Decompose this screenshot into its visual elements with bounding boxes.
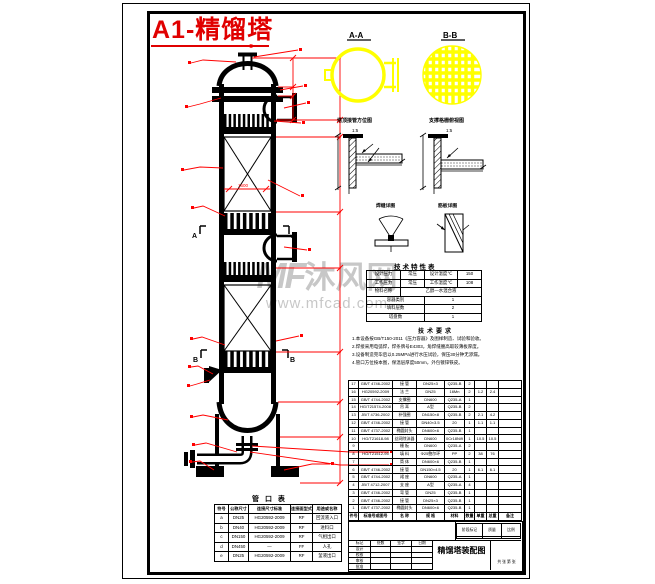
nozzle-label-c: C bbox=[249, 44, 253, 50]
weld-right-caption: 筋板详图 bbox=[438, 202, 457, 209]
titleblock-divider-v1 bbox=[455, 521, 456, 540]
section-markers bbox=[199, 225, 290, 358]
tech-table-title: 技术特性表 bbox=[394, 264, 437, 271]
signature-grid: 标记处数签字日期设计校核审核批准 bbox=[348, 540, 433, 570]
marker-b-right: B bbox=[290, 357, 295, 364]
notes-title: 技术要求 bbox=[417, 329, 454, 335]
section-view-bb: B-B 支撑格栅俯视图 1:5 bbox=[422, 31, 482, 133]
aa-caption: 塔顶接管方位图 bbox=[337, 117, 372, 124]
drawing-frame bbox=[147, 11, 526, 575]
detail-rib-plate bbox=[436, 213, 470, 253]
bb-caption: 支撑格栅俯视图 bbox=[428, 117, 464, 124]
sheet-outer-border bbox=[122, 3, 530, 579]
stage-mark-grid: 阶段标记质量比例 bbox=[456, 523, 521, 540]
weld-detail-1 bbox=[334, 132, 406, 194]
dim-packing-dia: 1600 bbox=[238, 183, 249, 188]
marker-a-left: A bbox=[192, 233, 197, 240]
weld-left-caption: 焊缝详图 bbox=[376, 202, 395, 209]
titleblock-sheet-count: 共 张 第 张 bbox=[497, 560, 516, 564]
tower-elevation: A A B B bbox=[184, 52, 299, 477]
aa-scale: 1:5 bbox=[352, 128, 359, 133]
titleblock-divider-h bbox=[348, 540, 521, 541]
note-line: 4.管口方位按本图，保温层厚度50mm，外包镀锌铁皮。 bbox=[352, 360, 463, 365]
marker-b-left: B bbox=[193, 357, 198, 364]
drawing-title-underline bbox=[151, 45, 269, 47]
detail-weld-seam bbox=[374, 215, 409, 252]
section-view-aa: A-A 塔顶接管方位图 1:5 bbox=[324, 31, 399, 133]
note-line: 2.焊接采用电弧焊，焊条牌号E4303，角焊缝腰高取较薄板厚度。 bbox=[352, 344, 482, 349]
manhole-nozzle-2 bbox=[262, 232, 297, 263]
titleblock-drawing-name: 精馏塔装配图 bbox=[437, 546, 486, 555]
drawing-title: A1-精馏塔 bbox=[152, 16, 274, 44]
watermark-url: www.mfcad.com bbox=[265, 295, 389, 312]
feed-nozzle bbox=[204, 366, 222, 383]
weld-detail-2 bbox=[419, 132, 487, 194]
nozzle-table-title: 管 口 表 bbox=[252, 496, 287, 503]
titleblock-divider-v3 bbox=[490, 540, 491, 570]
note-line: 1.本设备按GB/T150-2011《压力容器》及图样制造、试验和验收。 bbox=[352, 336, 484, 341]
technical-notes: 技术要求 1.本设备按GB/T150-2011《压力容器》及图样制造、试验和验收… bbox=[352, 326, 520, 367]
bb-label: B-B bbox=[443, 31, 457, 40]
note-line: 3.设备制造完毕后以0.25MPa进行水压试验，保压30分钟无渗漏。 bbox=[352, 352, 483, 357]
aa-label: A-A bbox=[349, 31, 363, 40]
bottom-outlet-pipe bbox=[184, 436, 258, 468]
marker-a-right: A bbox=[291, 233, 296, 240]
bb-scale: 1:5 bbox=[446, 128, 453, 133]
titleblock-divider-v2 bbox=[432, 540, 433, 570]
